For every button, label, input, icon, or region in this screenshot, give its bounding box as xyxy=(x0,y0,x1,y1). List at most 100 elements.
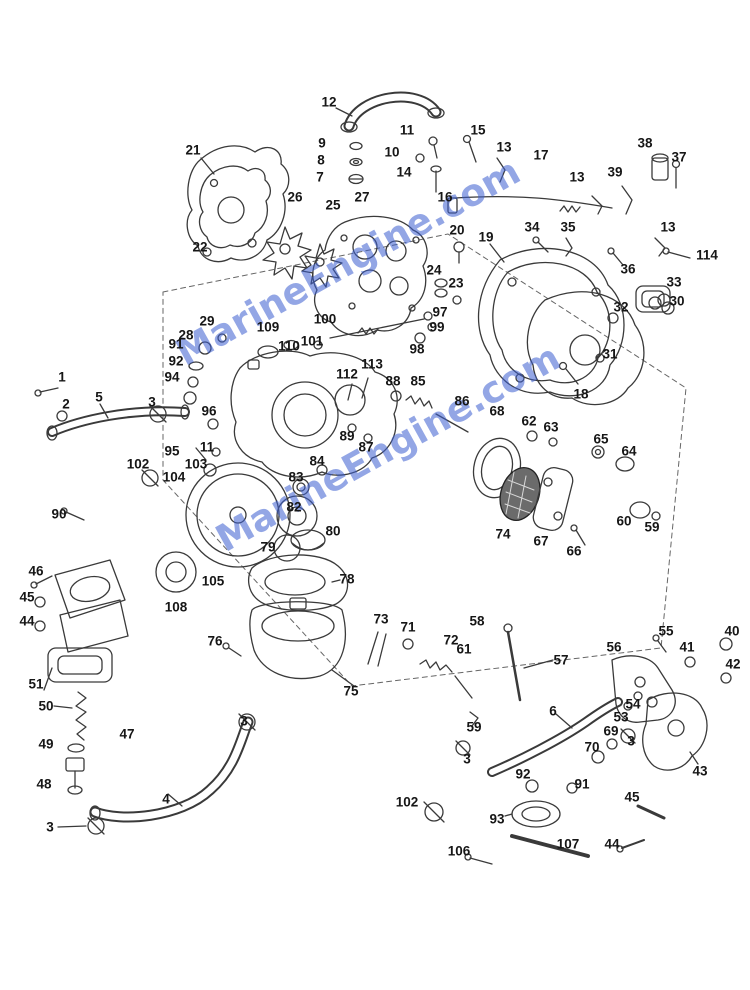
part-number: 6 xyxy=(549,703,557,719)
part-number: 57 xyxy=(553,652,569,668)
part-number: 42 xyxy=(725,656,741,672)
part-number: 26 xyxy=(287,189,303,205)
part-number: 21 xyxy=(185,142,201,158)
part-number: 105 xyxy=(201,573,225,589)
part-number: 17 xyxy=(533,147,549,163)
part-number: 59 xyxy=(644,519,660,535)
part-number: 8 xyxy=(317,152,325,168)
part-number: 109 xyxy=(256,319,280,335)
part-number: 61 xyxy=(456,641,472,657)
part-number: 72 xyxy=(443,632,459,648)
part-number: 31 xyxy=(602,346,618,362)
part-number: 29 xyxy=(199,313,215,329)
part-number: 59 xyxy=(466,719,482,735)
part-number: 65 xyxy=(593,431,609,447)
bottom-hardware xyxy=(423,779,666,865)
star-gaskets xyxy=(262,226,343,288)
part-number: 24 xyxy=(426,262,442,278)
part-number: 66 xyxy=(566,543,582,559)
part-number: 93 xyxy=(489,811,505,827)
part-number: 5 xyxy=(95,389,103,405)
part-number: 13 xyxy=(569,169,585,185)
part-number: 78 xyxy=(339,571,355,587)
bracket-43 xyxy=(611,634,733,771)
part-number: 84 xyxy=(309,453,325,469)
part-number: 46 xyxy=(28,563,44,579)
part-number: 50 xyxy=(38,698,54,714)
diaphragm-stack xyxy=(60,462,328,593)
rod-57 xyxy=(503,623,554,702)
part-number: 63 xyxy=(543,419,559,435)
part-number: 92 xyxy=(168,353,184,369)
gasket-21 xyxy=(186,145,290,263)
part-number: 14 xyxy=(396,164,412,180)
part-number: 41 xyxy=(679,639,695,655)
part-number: 13 xyxy=(496,139,512,155)
part-number: 85 xyxy=(410,373,426,389)
part-number: 32 xyxy=(613,299,629,315)
bowl-78 xyxy=(247,554,349,612)
part-number: 96 xyxy=(201,403,217,419)
part-number: 54 xyxy=(625,696,641,712)
part-number: 64 xyxy=(621,443,637,459)
part-number: 37 xyxy=(671,149,687,165)
part-number: 71 xyxy=(400,619,416,635)
part-number: 73 xyxy=(373,611,389,627)
part-number: 91 xyxy=(168,336,184,352)
part-number: 4 xyxy=(162,791,170,807)
part-number: 49 xyxy=(38,736,54,752)
part-number: 58 xyxy=(469,613,485,629)
part-number: 104 xyxy=(162,469,186,485)
plate-31 xyxy=(526,285,675,406)
part-number: 114 xyxy=(696,247,718,263)
part-number: 15 xyxy=(470,122,486,138)
part-number: 43 xyxy=(692,763,708,779)
part-number: 35 xyxy=(560,219,576,235)
part-number: 94 xyxy=(164,369,180,385)
part-number: 39 xyxy=(607,164,623,180)
part-number: 7 xyxy=(316,169,324,185)
float-chamber-75 xyxy=(222,597,479,756)
pump-parts-right xyxy=(472,430,661,546)
part-number: 22 xyxy=(192,239,208,255)
part-number: 102 xyxy=(126,456,150,472)
part-number: 9 xyxy=(318,135,326,151)
part-number: 87 xyxy=(358,439,374,455)
part-number: 12 xyxy=(321,94,337,110)
dashed-boundary xyxy=(162,233,687,687)
part-number: 3 xyxy=(627,733,635,749)
part-number: 83 xyxy=(288,469,304,485)
part-number: 44 xyxy=(604,836,620,852)
part-number: 88 xyxy=(385,373,401,389)
part-number: 102 xyxy=(395,794,419,810)
part-number: 1 xyxy=(58,369,66,385)
part-number: 28 xyxy=(178,327,194,343)
cover-19 xyxy=(477,243,625,397)
part-number: 45 xyxy=(19,589,35,605)
fasteners-top xyxy=(348,134,506,214)
screws-right xyxy=(532,236,624,385)
part-number: 38 xyxy=(637,135,653,151)
part-number: 33 xyxy=(666,274,682,290)
part-number: 82 xyxy=(286,499,302,515)
part-number: 18 xyxy=(573,386,589,402)
part-number: 112 xyxy=(336,366,358,382)
part-number: 48 xyxy=(36,776,52,792)
part-number: 56 xyxy=(606,639,622,655)
part-number: 103 xyxy=(184,456,208,472)
part-number: 44 xyxy=(19,613,35,629)
part-number: 30 xyxy=(669,293,685,309)
part-number: 69 xyxy=(603,723,619,739)
part-number: 34 xyxy=(524,219,540,235)
part-number: 99 xyxy=(429,319,445,335)
part-number: 11 xyxy=(399,122,415,138)
part-number: 67 xyxy=(533,533,549,549)
part-number: 79 xyxy=(260,539,276,555)
part-number: 10 xyxy=(384,144,400,160)
part-number: 98 xyxy=(409,341,425,357)
part-number: 107 xyxy=(556,836,580,852)
part-number: 91 xyxy=(574,776,590,792)
part-number: 47 xyxy=(119,726,135,742)
part-number: 60 xyxy=(616,513,632,529)
